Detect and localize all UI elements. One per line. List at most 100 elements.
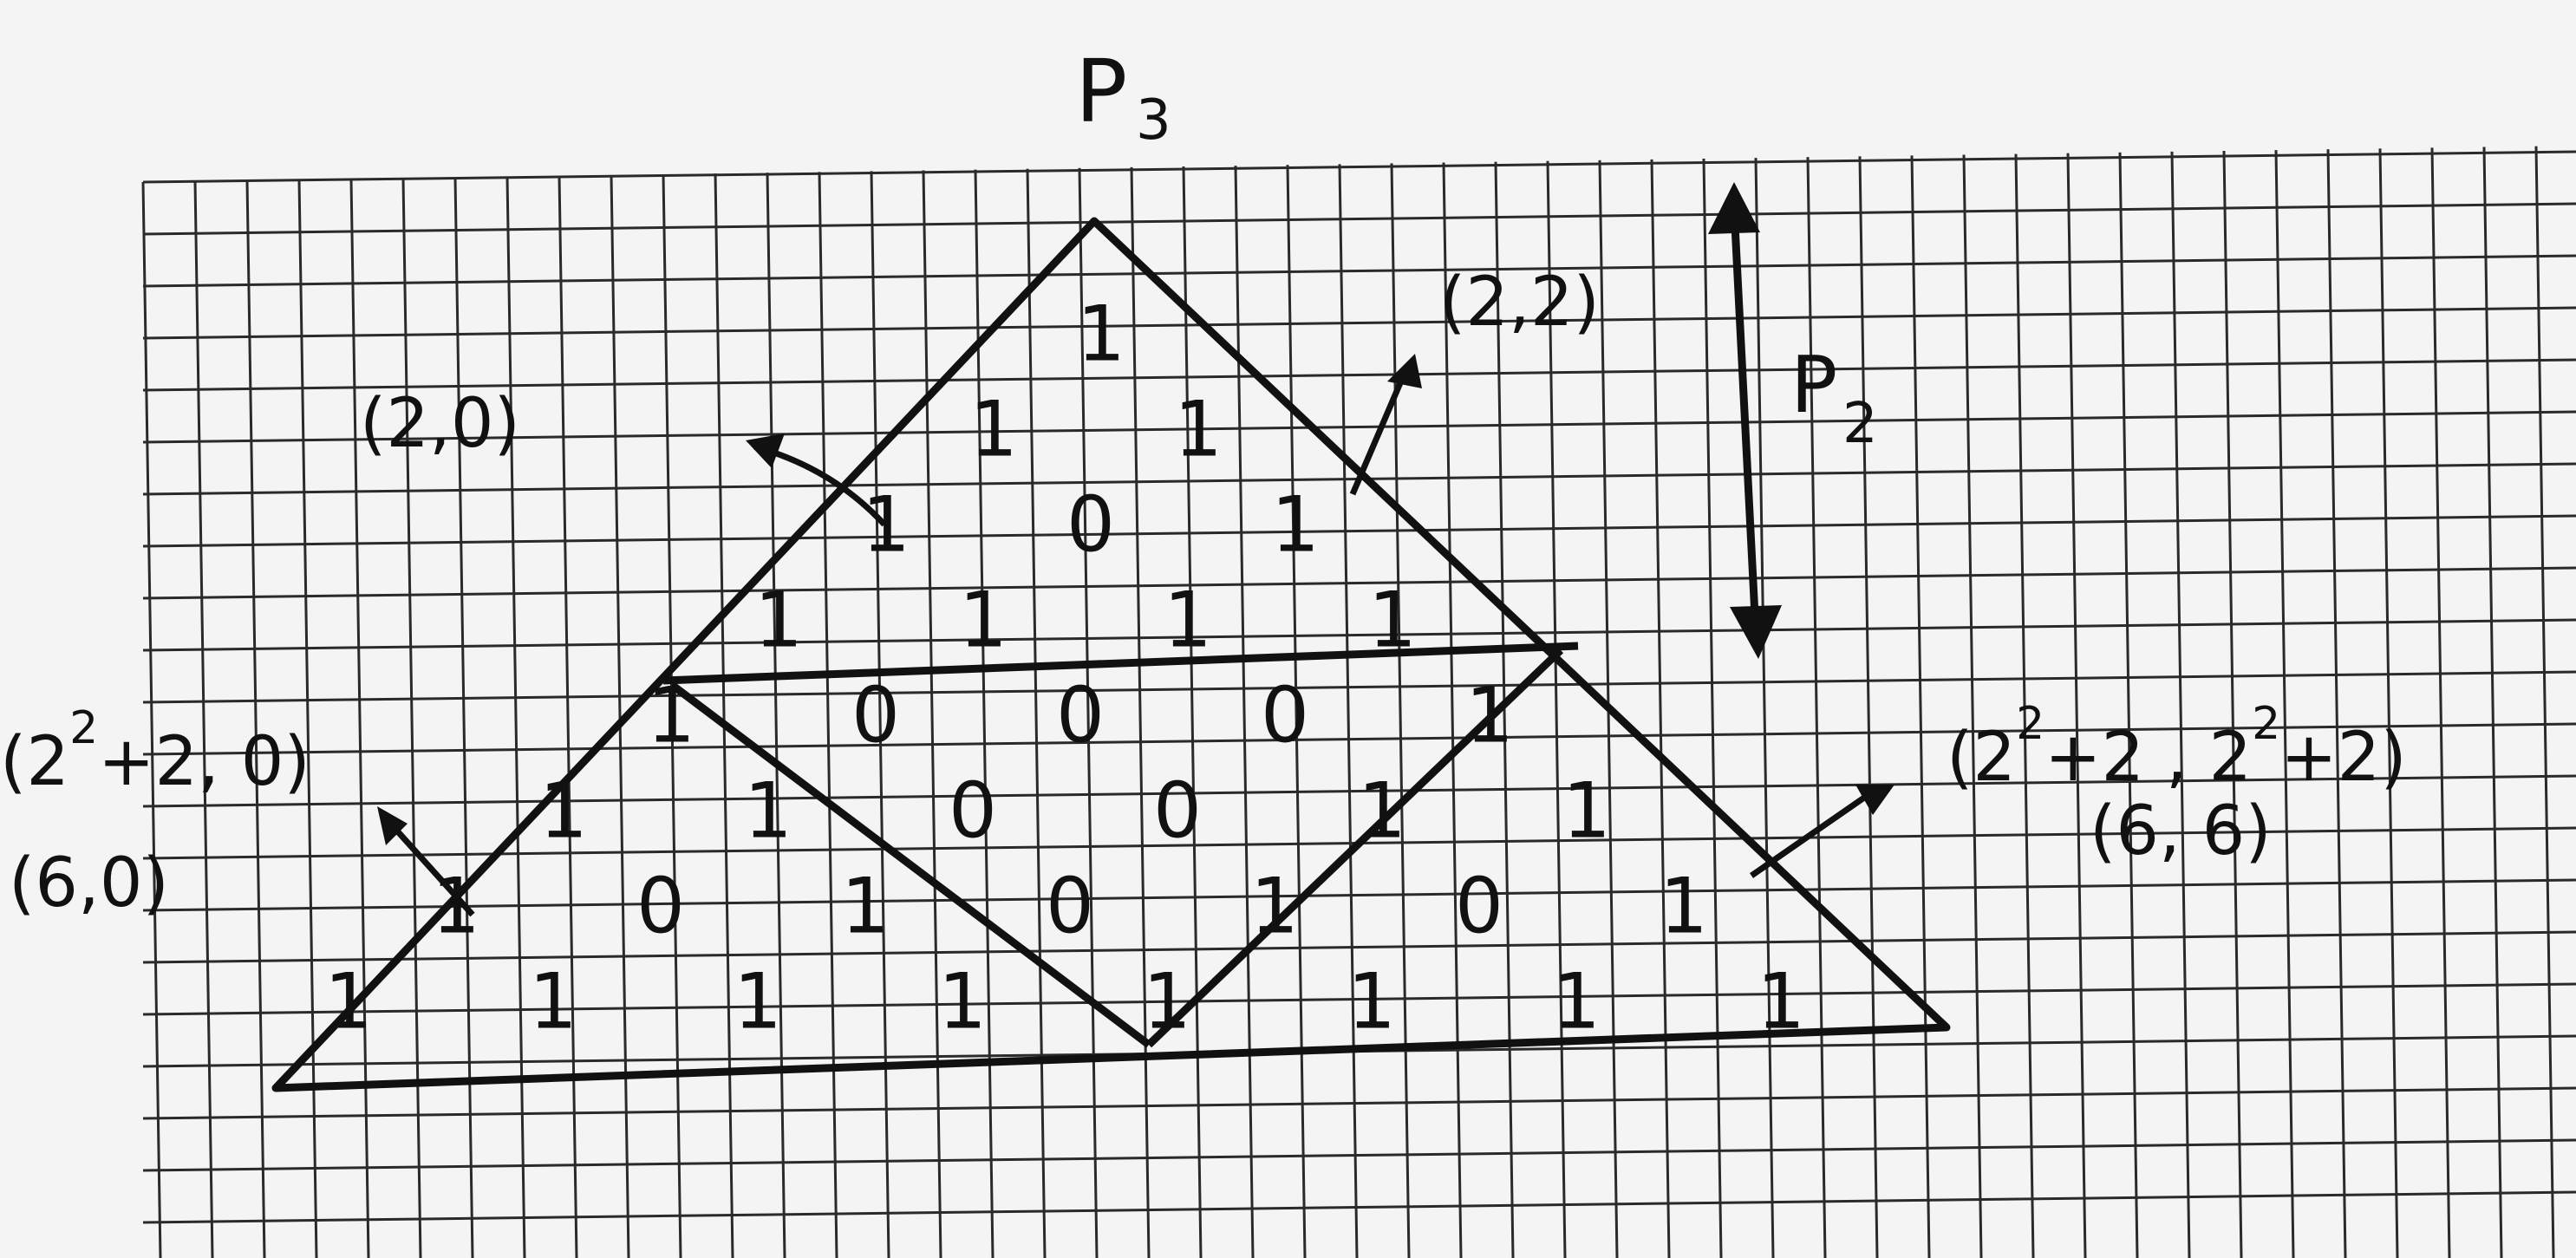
arrow-head-icon — [746, 433, 785, 468]
grid-line-vertical — [2170, 151, 2191, 1258]
grid-line-vertical — [1234, 166, 1255, 1258]
grid-line-vertical — [1546, 160, 1567, 1258]
side-label-subscript: 2 — [1842, 392, 1878, 456]
triangle-entry: 1 — [1143, 957, 1191, 1046]
triangle-entry: 1 — [862, 480, 910, 570]
grid-line-vertical — [922, 170, 942, 1258]
annotation-2-0-text: (2,0) — [360, 385, 520, 463]
grid-line-vertical — [2378, 148, 2399, 1258]
br-line1-sup-a: 2 — [2016, 698, 2044, 750]
grid-line-horizontal — [142, 1138, 2576, 1172]
svg-text:(22+2 , 22+2): (22+2 , 22+2) — [1947, 698, 2407, 797]
grid-line-vertical — [1026, 168, 1047, 1258]
grid-line-horizontal — [142, 930, 2576, 964]
p2-arrow-shaft — [1730, 207, 1760, 634]
grid-line-vertical — [818, 172, 838, 1258]
annotation-2-2-text: (2,2) — [1439, 264, 1600, 342]
arrow-head-icon — [1855, 785, 1895, 815]
br-line2: (6, 6) — [2090, 792, 2272, 870]
grid-line-vertical — [1806, 157, 1827, 1258]
inner-right-side — [1145, 647, 1564, 1048]
grid-line-horizontal — [142, 254, 2576, 288]
title-subscript: 3 — [1136, 88, 1171, 153]
triangle-entry: 0 — [949, 766, 997, 856]
annotation-2-2: (2,2) — [1349, 264, 1600, 496]
triangle-entry: 1 — [1077, 290, 1125, 379]
triangle-entry: 1 — [1368, 576, 1417, 665]
arrow-head-icon — [377, 806, 408, 845]
triangle-entry: 0 — [1153, 766, 1202, 856]
grid-line-vertical — [974, 169, 995, 1258]
grid-line-horizontal — [142, 982, 2576, 1016]
triangle-entry: 1 — [959, 576, 1008, 665]
grid-line-vertical — [2066, 153, 2087, 1258]
br-line1-rest: +2) — [2280, 719, 2406, 797]
triangle-entry: 1 — [1358, 766, 1406, 856]
grid-line-horizontal — [142, 150, 2576, 184]
triangle-entry: 0 — [1056, 671, 1105, 760]
bl-line1-rest: +2, 0) — [98, 723, 310, 801]
triangle-entry: 1 — [754, 576, 803, 665]
grid-line-vertical — [714, 173, 734, 1258]
grid-line-horizontal — [142, 566, 2576, 600]
triangle-entry: 1 — [1757, 957, 1805, 1046]
triangle-entry: 1 — [1465, 671, 1514, 760]
br-line1-open: (2 — [1947, 719, 2016, 797]
triangle-entry: 0 — [1455, 862, 1503, 951]
triangle-entry: 1 — [647, 671, 695, 760]
triangle-entry: 1 — [938, 957, 987, 1046]
grid-line-vertical — [1650, 159, 1671, 1258]
triangle-entry: 1 — [841, 862, 890, 951]
grid-line-horizontal — [142, 202, 2576, 236]
grid-line-vertical — [193, 181, 214, 1258]
grid-line-vertical — [1338, 164, 1359, 1258]
annotation-6-6-arrow — [1750, 795, 1866, 878]
triangle-entry: 1 — [1271, 480, 1320, 570]
grid-line-horizontal — [142, 1086, 2576, 1120]
grid-line-vertical — [1910, 155, 1931, 1258]
triangle-entry: 1 — [1562, 766, 1611, 856]
grid-line-vertical — [1754, 158, 1775, 1258]
title-text: P — [1075, 41, 1127, 142]
p2-height-indicator: P 2 — [1708, 182, 1878, 659]
triangle-entry: 1 — [1250, 862, 1299, 951]
grid-line-vertical — [870, 171, 890, 1258]
grid-line-vertical — [1390, 163, 1411, 1258]
br-line1-sup-b: 2 — [2252, 698, 2280, 750]
grid-line-horizontal — [142, 878, 2576, 912]
grid-line-vertical — [2274, 150, 2295, 1258]
triangle-entry: 1 — [1552, 957, 1601, 1046]
grid-line-horizontal — [142, 670, 2576, 704]
grid-line-vertical — [349, 179, 370, 1258]
triangle-entry: 0 — [1066, 480, 1115, 570]
grid-line-vertical — [1182, 166, 1203, 1258]
br-line1-mid: +2 , 2 — [2044, 719, 2252, 797]
svg-text:(22+2, 0): (22+2, 0) — [0, 702, 310, 801]
grid-line-horizontal — [142, 306, 2576, 340]
grid-line-vertical — [401, 178, 422, 1258]
grid-line-horizontal — [142, 358, 2576, 392]
triangle-entry: 1 — [1164, 576, 1212, 665]
grid-line-vertical — [2482, 147, 2503, 1258]
grid-line-vertical — [245, 180, 266, 1258]
grid-line-vertical — [1286, 165, 1307, 1258]
bl-line1-base: (2 — [0, 723, 69, 801]
grid-line-vertical — [2222, 150, 2243, 1258]
triangle-entry: 1 — [744, 766, 792, 856]
grid-line-horizontal — [142, 722, 2576, 756]
annotation-6-0: (22+2, 0) (6,0) — [0, 702, 475, 922]
grid-line-vertical — [1494, 161, 1515, 1258]
grid-line-vertical — [1858, 156, 1879, 1258]
triangle-entry: 1 — [734, 957, 782, 1046]
arrow-down-icon — [1730, 605, 1782, 659]
grid-line-vertical — [1442, 162, 1463, 1258]
grid-line-vertical — [1078, 167, 1099, 1258]
triangle-entry: 1 — [1174, 385, 1223, 474]
grid-line-horizontal — [142, 1190, 2576, 1224]
grid-line-vertical — [2118, 152, 2139, 1258]
inner-left-side — [669, 681, 1151, 1048]
triangle-entry: 1 — [324, 957, 373, 1046]
triangle-entry: 0 — [1261, 671, 1309, 760]
